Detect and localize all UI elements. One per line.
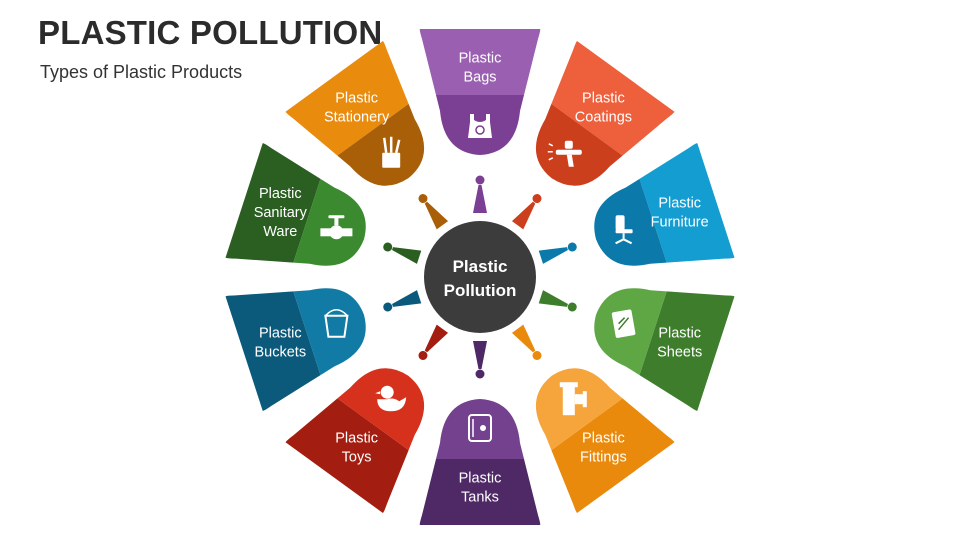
segment-outer <box>225 291 321 411</box>
segment-label-line: Plastic <box>335 430 378 446</box>
segment-inner <box>293 288 366 376</box>
segment-inner <box>337 368 425 451</box>
segment-label-line: Plastic <box>259 325 302 341</box>
segment-label-line: Plastic <box>335 91 378 107</box>
shopping-bag-icon <box>468 114 492 138</box>
segment-label-line: Plastic <box>459 51 502 67</box>
segment-petal <box>535 41 675 186</box>
segment-outer <box>551 41 675 156</box>
segment-petal <box>225 288 366 411</box>
connector <box>418 324 449 360</box>
segment-inner <box>594 178 667 266</box>
segment-inner <box>436 399 524 459</box>
chair-icon <box>615 215 633 245</box>
segment-petal <box>285 368 425 513</box>
segment-label-line: Furniture <box>651 215 709 231</box>
segment-outer <box>285 41 409 156</box>
segment-outer <box>419 29 541 95</box>
segment-petal <box>594 143 735 266</box>
segment-label-line: Sanitary <box>254 205 308 221</box>
segment-inner <box>535 103 623 186</box>
pen-holder-icon <box>382 136 401 168</box>
segment-label-line: Plastic <box>582 430 625 446</box>
segment-outer <box>639 291 735 411</box>
sheet-icon <box>611 309 636 338</box>
center-hub: Plastic Pollution <box>424 221 536 333</box>
segment-label-line: Plastic <box>259 186 302 202</box>
segment-petal <box>419 399 541 525</box>
center-circle <box>424 221 536 333</box>
segment-label-line: Bags <box>463 70 496 86</box>
segment-label-line: Plastic <box>582 91 625 107</box>
segment-outer <box>225 143 321 263</box>
segment-petal <box>535 368 675 513</box>
connector <box>538 290 577 312</box>
center-label-line1: Plastic <box>453 257 508 276</box>
spray-gun-icon <box>547 140 582 167</box>
faucet-valve-icon <box>320 215 353 240</box>
segment-label-line: Ware <box>263 224 297 240</box>
page-title: PLASTIC POLLUTION <box>38 14 383 51</box>
connector <box>418 194 449 230</box>
bucket-icon <box>324 308 349 338</box>
segment-petal <box>285 41 425 186</box>
segment-outer <box>285 398 409 513</box>
segment-outer <box>551 398 675 513</box>
segment-group: PlasticBagsPlasticCoatingsPlasticFurnitu… <box>225 29 735 525</box>
segment-inner <box>293 178 366 266</box>
connector <box>473 175 487 213</box>
connector <box>511 194 542 230</box>
segment-label-line: Tanks <box>461 490 499 506</box>
connector <box>511 324 542 360</box>
segment-label-line: Plastic <box>459 471 502 487</box>
segment-inner <box>535 368 623 451</box>
segment-outer <box>639 143 735 263</box>
segment-label-line: Coatings <box>575 110 632 126</box>
connector <box>473 341 487 379</box>
segment-petal <box>225 143 366 266</box>
segment-label-line: Fittings <box>580 449 627 465</box>
segment-label-line: Stationery <box>324 110 390 126</box>
segment-inner <box>337 103 425 186</box>
center-label-line2: Pollution <box>444 281 517 300</box>
rubber-duck-icon <box>375 385 407 412</box>
water-tank-icon <box>468 414 492 442</box>
page-subtitle: Types of Plastic Products <box>40 62 243 82</box>
connector <box>383 290 422 312</box>
segment-label-line: Buckets <box>255 344 307 360</box>
connector <box>383 242 422 264</box>
segment-label-line: Sheets <box>657 344 702 360</box>
connector <box>538 242 577 264</box>
segment-label-line: Plastic <box>658 325 701 341</box>
segment-label-line: Toys <box>342 449 372 465</box>
pipe-fitting-icon <box>559 382 587 416</box>
segment-label-line: Plastic <box>658 196 701 212</box>
segment-outer <box>419 459 541 525</box>
